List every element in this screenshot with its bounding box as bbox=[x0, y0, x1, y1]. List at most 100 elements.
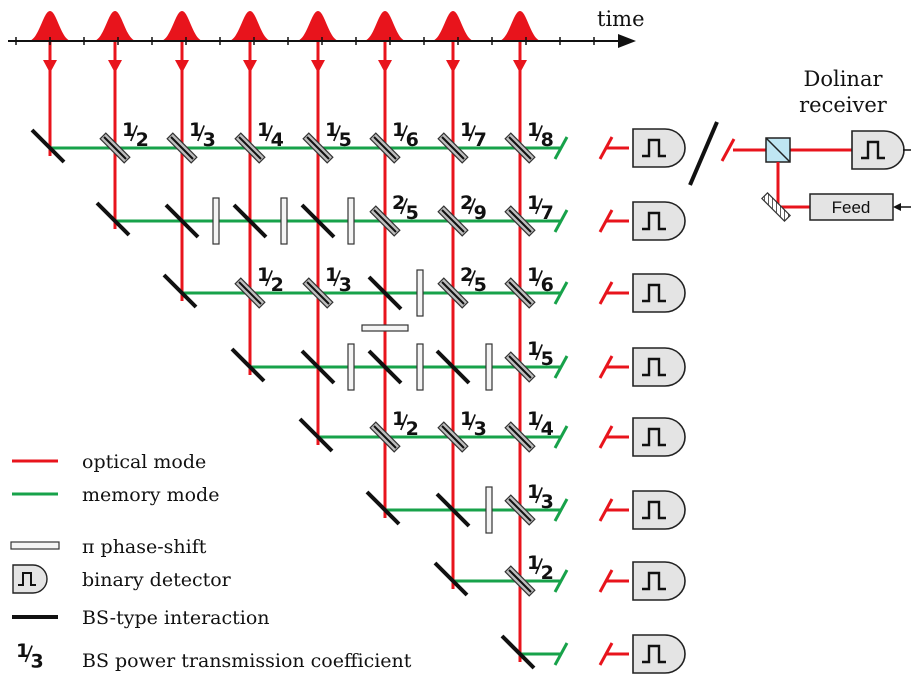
bs-interaction bbox=[300, 203, 336, 239]
pulse-symbol bbox=[861, 140, 885, 160]
pulse-symbol bbox=[642, 357, 666, 377]
beam-splitter-edge bbox=[508, 569, 532, 593]
bs-interaction bbox=[298, 417, 334, 453]
memory-output-tick bbox=[553, 569, 569, 593]
numerator: 1 bbox=[527, 338, 540, 360]
numerator: 1 bbox=[257, 119, 270, 141]
fraction-bar bbox=[333, 125, 341, 142]
fraction-bar bbox=[197, 125, 205, 142]
denominator: 6 bbox=[406, 129, 419, 151]
numerator: 1 bbox=[257, 264, 270, 286]
bs-interaction bbox=[435, 492, 471, 528]
dolinar-input-tick bbox=[720, 138, 736, 162]
bs-interaction bbox=[30, 128, 66, 164]
feed-box bbox=[809, 193, 894, 221]
denominator: 6 bbox=[541, 274, 554, 296]
denominator: 3 bbox=[30, 651, 43, 673]
denominator: 3 bbox=[339, 274, 352, 296]
legend: optical mode memory mode π phase-shift b… bbox=[10, 451, 412, 673]
dolinar-title-line2: receiver bbox=[799, 93, 888, 117]
beam-splitter-edge bbox=[441, 425, 465, 449]
fraction-bar bbox=[24, 645, 33, 663]
pulse-symbol bbox=[642, 138, 666, 158]
denominator: 2 bbox=[406, 418, 419, 440]
bs-interaction bbox=[367, 349, 403, 385]
memory-output-tick bbox=[553, 281, 569, 305]
denominator: 4 bbox=[541, 418, 554, 440]
binary-detector-icon bbox=[632, 128, 686, 168]
denominator: 3 bbox=[541, 491, 554, 513]
bs-interaction bbox=[433, 561, 469, 597]
bs-interaction bbox=[365, 490, 401, 526]
time-axis-arrowhead bbox=[618, 34, 636, 48]
optical-arrowhead bbox=[378, 60, 392, 73]
numerator: 1 bbox=[527, 192, 540, 214]
fraction-bar bbox=[400, 125, 408, 142]
numerator: 1 bbox=[527, 119, 540, 141]
phase-shift-plate bbox=[347, 197, 355, 245]
memory-output-tick bbox=[553, 136, 569, 160]
numerator: 1 bbox=[527, 481, 540, 503]
legend-memory: memory mode bbox=[12, 484, 219, 506]
numerator: 1 bbox=[460, 408, 473, 430]
denominator: 7 bbox=[474, 129, 487, 151]
pulse-symbol bbox=[18, 572, 36, 586]
numerator: 1 bbox=[527, 408, 540, 430]
pulse-symbol bbox=[642, 211, 666, 231]
fraction-bar bbox=[333, 270, 341, 287]
optical-pulse bbox=[160, 11, 204, 41]
numerator: 1 bbox=[527, 264, 540, 286]
binary-detector-icon bbox=[632, 347, 686, 387]
separator-slash bbox=[688, 121, 719, 186]
beam-splitter-edge bbox=[508, 136, 532, 160]
bs-interaction bbox=[95, 201, 131, 237]
binary-detector-icon bbox=[632, 634, 686, 674]
beam-splitter-edge bbox=[306, 281, 330, 305]
legend-bs-label: BS-type interaction bbox=[82, 607, 270, 629]
numerator: 1 bbox=[527, 552, 540, 574]
feed-arrowhead bbox=[893, 203, 901, 211]
legend-phase: π phase-shift bbox=[10, 536, 207, 558]
optical-arrowhead bbox=[446, 60, 460, 73]
optical-arrowhead bbox=[175, 60, 189, 73]
beam-lines bbox=[15, 11, 629, 666]
beam-splitter-edge bbox=[170, 136, 194, 160]
beam-splitter-edge bbox=[441, 281, 465, 305]
beam-splitter-edge bbox=[508, 425, 532, 449]
numerator: 2 bbox=[460, 192, 473, 214]
legend-optical: optical mode bbox=[12, 451, 206, 473]
legend-optical-label: optical mode bbox=[82, 451, 206, 473]
beam-splitter-edge bbox=[103, 136, 127, 160]
phase-shift-plate bbox=[361, 324, 409, 332]
legend-phase-plate-icon bbox=[10, 541, 60, 550]
binary-detector-icon bbox=[851, 130, 905, 170]
memory-output-tick bbox=[553, 498, 569, 522]
optical-pulse bbox=[28, 11, 72, 41]
numerator: 1 bbox=[189, 119, 202, 141]
binary-detector-icon bbox=[632, 417, 686, 457]
memory-output-tick bbox=[553, 209, 569, 233]
denominator: 3 bbox=[474, 418, 487, 440]
numerator: 1 bbox=[325, 119, 338, 141]
denominator: 2 bbox=[136, 129, 149, 151]
beam-splitter-edge bbox=[238, 281, 262, 305]
bs-interaction bbox=[300, 349, 336, 385]
pulse-symbol bbox=[642, 644, 666, 664]
phase-shift-plate bbox=[212, 197, 220, 245]
phase-shift-plate bbox=[416, 269, 424, 317]
numerator: 1 bbox=[392, 408, 405, 430]
binary-detector-icon bbox=[632, 201, 686, 241]
